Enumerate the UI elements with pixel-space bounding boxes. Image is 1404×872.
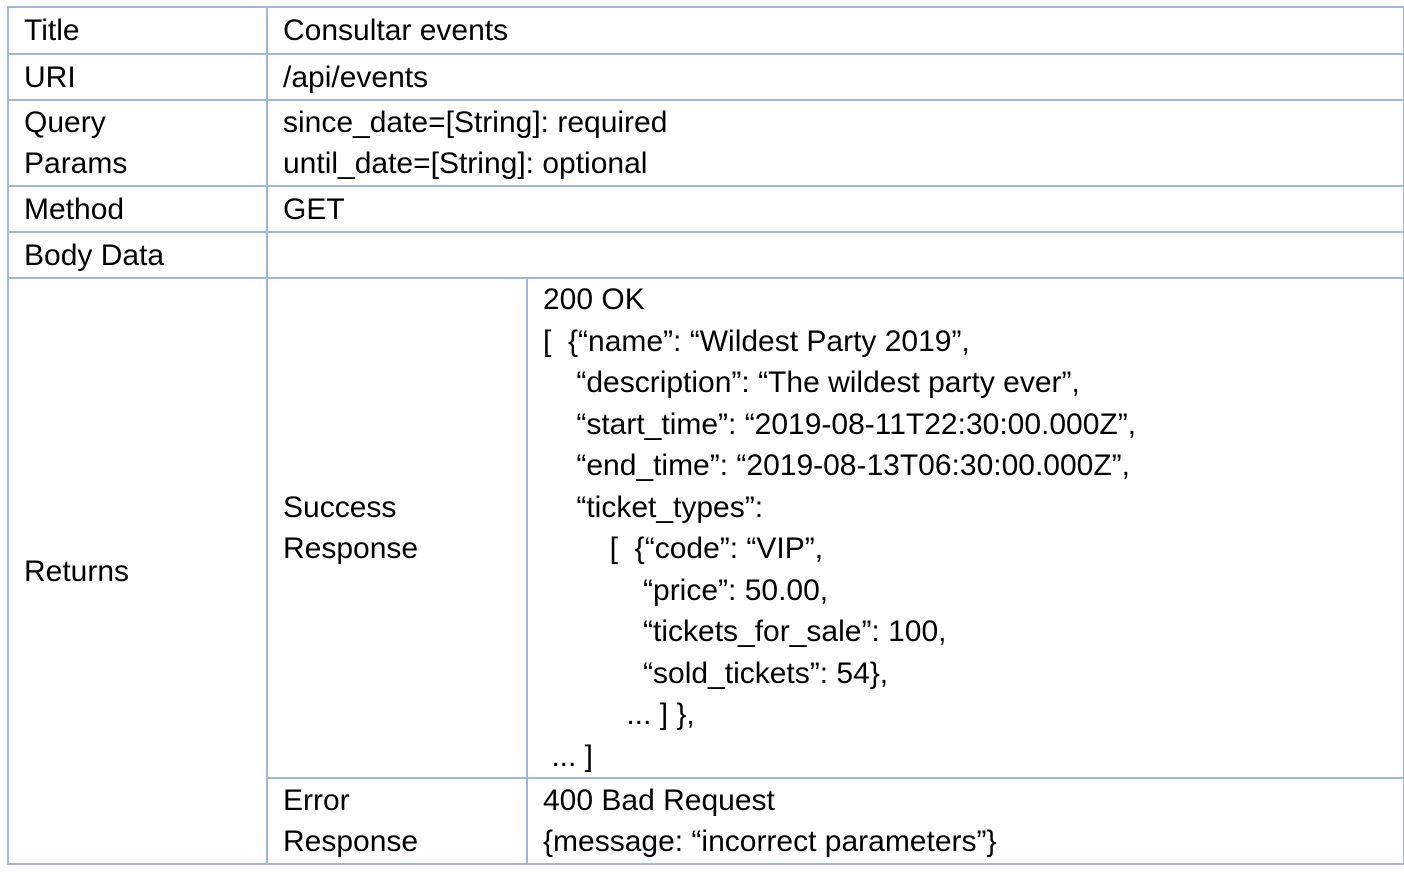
method-value: GET — [266, 185, 1404, 233]
success-body-line: ... ] }, — [543, 698, 695, 731]
body-data-value — [266, 231, 1404, 279]
row-returns-error: Error Response 400 Bad Request {message:… — [8, 777, 1404, 865]
query-params-label: Query Params — [7, 99, 268, 187]
body-data-label: Body Data — [7, 231, 268, 279]
success-label-line: Success — [283, 491, 397, 524]
success-body-line: “price”: 50.00, — [543, 573, 829, 607]
success-response-label: Success Response — [266, 277, 528, 779]
success-body-line: “start_time”: “2019-08-11T22:30:00.000Z”… — [543, 407, 1137, 441]
query-params-value: since_date=[String]: required until_date… — [266, 99, 1404, 187]
success-body-line: [ {“name”: “Wildest Party 2019”, — [543, 324, 970, 358]
row-returns-success: Returns Success Response 200 OK [ {“name… — [7, 277, 1404, 865]
row-method: Method GET — [7, 185, 1404, 233]
title-label: Title — [7, 6, 268, 55]
error-label-line: Response — [283, 825, 419, 858]
query-param-until-date: until_date=[String]: optional — [283, 147, 648, 180]
row-title: Title Consultar events — [7, 6, 1404, 55]
error-label-line: Error — [283, 784, 350, 817]
success-body-line: 200 OK — [543, 283, 645, 316]
error-body-line: {message: “incorrect parameters”} — [543, 825, 997, 858]
row-uri: URI /api/events — [7, 53, 1404, 101]
success-body-line: “description”: “The wildest party ever”, — [543, 366, 1080, 399]
error-response-body: 400 Bad Request {message: “incorrect par… — [526, 777, 1404, 865]
api-spec-table: Title Consultar events URI /api/events Q… — [7, 6, 1404, 865]
success-body-line: [ {“code”: “VIP”, — [543, 532, 824, 565]
uri-value: /api/events — [266, 53, 1404, 101]
success-body-line: “end_time”: “2019-08-13T06:30:00.000Z”, — [543, 449, 1130, 482]
success-body-line: “ticket_types”: — [543, 490, 764, 524]
query-params-label-line: Query — [24, 106, 106, 139]
success-label-line: Response — [283, 532, 419, 565]
uri-label: URI — [7, 53, 268, 101]
row-query-params: Query Params since_date=[String]: requir… — [7, 99, 1404, 187]
query-params-label-line: Params — [24, 147, 128, 180]
title-value: Consultar events — [266, 6, 1404, 55]
returns-label: Returns — [7, 277, 268, 865]
error-body-line: 400 Bad Request — [543, 784, 775, 817]
row-body-data: Body Data — [7, 231, 1404, 279]
query-param-since-date: since_date=[String]: required — [283, 106, 668, 139]
success-body-line: “sold_tickets”: 54}, — [543, 656, 889, 690]
success-body-line: ... ] — [543, 739, 594, 773]
success-body-line: “tickets_for_sale”: 100, — [543, 615, 947, 648]
error-response-label: Error Response — [266, 777, 528, 865]
success-response-body: 200 OK [ {“name”: “Wildest Party 2019”, … — [526, 277, 1404, 779]
method-label: Method — [7, 185, 268, 233]
